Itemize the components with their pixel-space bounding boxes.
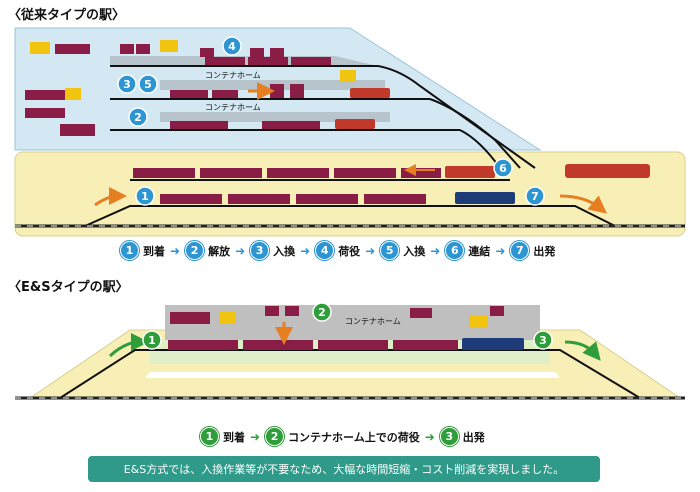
conventional-step-3-marker: 3 bbox=[250, 241, 270, 260]
sorting-track-1-curve bbox=[377, 65, 536, 169]
train-yard-upper bbox=[133, 168, 441, 178]
conventional-step-6-label: 連結 bbox=[468, 244, 491, 258]
locomotive-red-yard bbox=[445, 166, 495, 178]
conventional-step-7-marker: 7 bbox=[510, 241, 530, 260]
conventional-step-3-label: 入換 bbox=[273, 244, 296, 258]
es-arrival-arrow bbox=[108, 333, 149, 358]
next-arrow-icon: ➜ bbox=[170, 243, 181, 258]
conventional-step-4-marker: 4 bbox=[315, 241, 335, 260]
es-locomotive-blue bbox=[462, 338, 524, 350]
next-arrow-icon: ➜ bbox=[430, 243, 441, 258]
step-markers-conventional: 4 3 5 2 1 6 7 bbox=[117, 36, 545, 206]
conventional-step-4-label: 荷役 bbox=[338, 244, 361, 258]
departure-arrow bbox=[559, 194, 608, 214]
platform-label-lower: コンテナホーム bbox=[205, 103, 261, 112]
es-step-3-label: 出発 bbox=[462, 430, 485, 444]
next-arrow-icon: ➜ bbox=[424, 429, 435, 444]
es-step-1-label: 到着 bbox=[223, 430, 245, 444]
svg-text:1: 1 bbox=[148, 334, 156, 347]
conventional-step-1-marker: 1 bbox=[120, 241, 139, 260]
conventional-step-6-marker: 6 bbox=[445, 241, 465, 260]
yard-track-middle-right bbox=[545, 205, 616, 227]
conventional-station-title: 〈従来タイプの駅〉 bbox=[8, 8, 126, 23]
locomotive-red-sorting bbox=[350, 88, 390, 98]
train-lower-sorting bbox=[170, 121, 320, 129]
es-station-title: 〈E&Sタイプの駅〉 bbox=[8, 280, 129, 295]
es-train bbox=[168, 340, 458, 350]
locomotive-red-departing bbox=[565, 164, 650, 178]
containers-top-platform bbox=[120, 44, 284, 57]
arrival-arrow bbox=[94, 187, 127, 207]
summary-banner: E&S方式では、入換作業等が不要なため、大幅な時間短縮・コスト削減を実現しました… bbox=[88, 456, 600, 482]
train-top-sorting bbox=[205, 57, 331, 65]
train-yard-middle bbox=[160, 194, 426, 204]
next-arrow-icon: ➜ bbox=[235, 243, 246, 258]
trucks-and-forklifts bbox=[25, 40, 356, 136]
next-arrow-icon: ➜ bbox=[250, 429, 261, 444]
es-trucks-and-forklifts bbox=[170, 306, 504, 328]
svg-text:7: 7 bbox=[531, 190, 539, 203]
es-departure-arrow bbox=[564, 340, 601, 361]
svg-text:1: 1 bbox=[141, 190, 149, 203]
conventional-step-5-marker: 5 bbox=[380, 241, 400, 260]
svg-text:3: 3 bbox=[123, 78, 131, 91]
locomotive-red-lower bbox=[335, 119, 375, 129]
svg-text:2: 2 bbox=[318, 306, 326, 319]
conventional-step-2-marker: 2 bbox=[185, 241, 205, 260]
platform-label-middle: コンテナホーム bbox=[205, 71, 261, 80]
es-platform-label: コンテナホーム bbox=[345, 317, 401, 326]
next-arrow-icon: ➜ bbox=[300, 243, 311, 258]
conventional-step-5-label: 入換 bbox=[403, 244, 426, 258]
svg-text:2: 2 bbox=[134, 111, 142, 124]
svg-text:5: 5 bbox=[144, 78, 152, 91]
yard-track-middle-left bbox=[84, 205, 150, 227]
next-arrow-icon: ➜ bbox=[495, 243, 506, 258]
es-step-2-label: コンテナホーム上での荷役 bbox=[288, 430, 420, 444]
next-arrow-icon: ➜ bbox=[365, 243, 376, 258]
platform-lower bbox=[160, 112, 390, 122]
conventional-step-7-label: 出発 bbox=[533, 244, 556, 258]
es-step-1-marker: 1 bbox=[200, 427, 219, 446]
sorting-track-2-curve bbox=[429, 98, 521, 169]
locomotive-blue-yard bbox=[455, 192, 515, 204]
svg-text:6: 6 bbox=[499, 162, 507, 175]
conventional-step-2-label: 解放 bbox=[208, 244, 231, 258]
conventional-step-1-label: 到着 bbox=[143, 244, 165, 258]
svg-text:4: 4 bbox=[228, 40, 236, 53]
es-step-3-marker: 3 bbox=[439, 427, 459, 446]
es-step-2-marker: 2 bbox=[265, 427, 285, 446]
step-markers-es: 1 2 3 bbox=[142, 302, 553, 350]
svg-text:3: 3 bbox=[539, 334, 547, 347]
